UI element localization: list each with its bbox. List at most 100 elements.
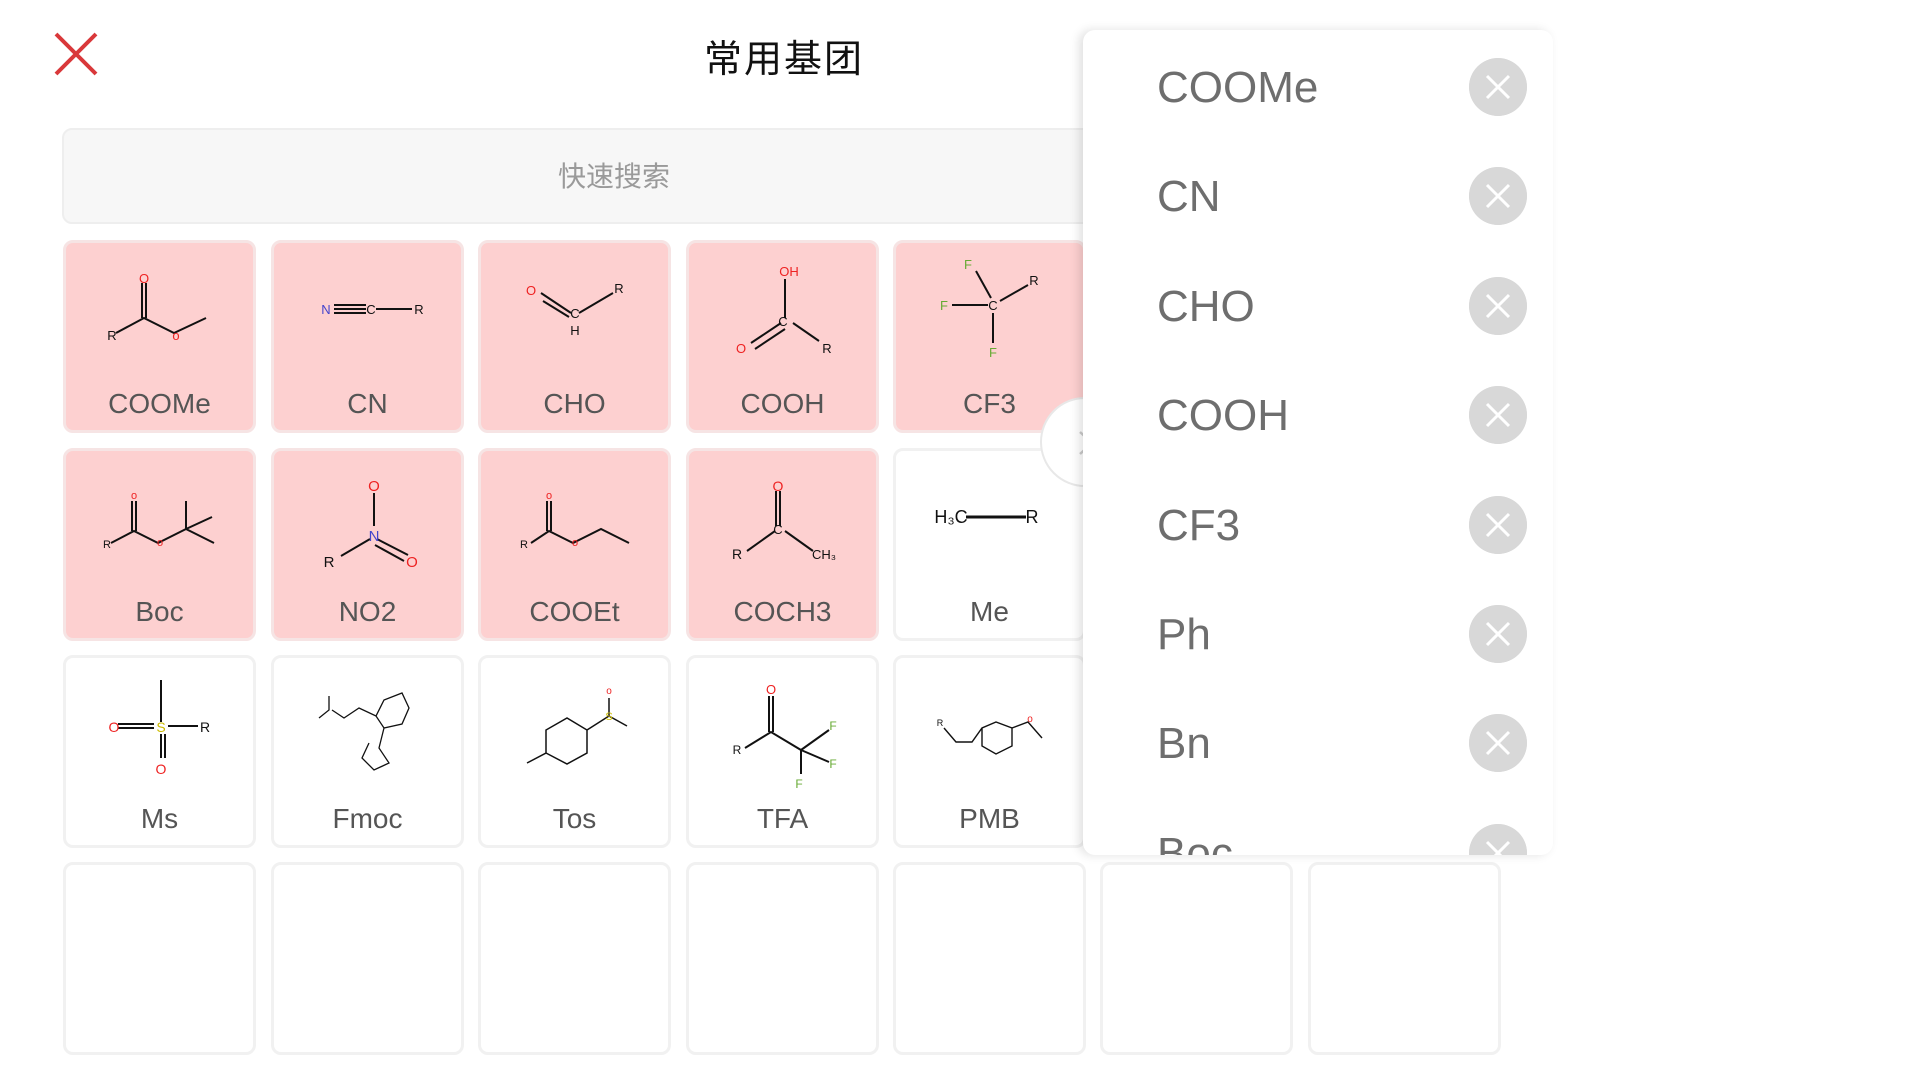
circle-x-icon[interactable] [1469, 386, 1527, 445]
svg-text:O: O [773, 478, 784, 494]
svg-text:C: C [570, 306, 579, 321]
group-card[interactable] [271, 862, 464, 1055]
svg-text:o: o [572, 537, 578, 549]
svg-text:F: F [829, 757, 836, 771]
circle-x-icon[interactable] [1469, 495, 1527, 554]
svg-text:R: R [732, 546, 742, 562]
close-icon[interactable] [52, 30, 100, 78]
circle-x-icon[interactable] [1469, 605, 1527, 663]
selected-item-label: CN [1157, 172, 1221, 222]
group-card[interactable] [478, 862, 671, 1055]
circle-x-icon[interactable] [1469, 167, 1527, 226]
selected-item-label: Bn [1157, 719, 1211, 769]
svg-text:R: R [103, 539, 111, 551]
selected-item-label: COOMe [1157, 63, 1319, 112]
svg-text:O: O [368, 478, 380, 495]
svg-text:o: o [606, 686, 612, 697]
svg-text:o: o [172, 328, 179, 343]
svg-text:o: o [546, 490, 552, 502]
group-card[interactable] [1308, 862, 1501, 1055]
svg-text:R: R [1026, 507, 1039, 527]
svg-text:F: F [940, 298, 948, 313]
group-label: Ms [140, 803, 179, 834]
group-card[interactable] [1100, 862, 1293, 1055]
svg-text:F: F [795, 777, 802, 788]
selected-item-label: CF3 [1157, 500, 1241, 550]
circle-x-icon[interactable] [1469, 823, 1527, 855]
svg-text:C: C [366, 302, 375, 317]
search-input[interactable] [64, 130, 1242, 224]
group-card[interactable] [686, 862, 879, 1055]
svg-text:O: O [156, 761, 167, 777]
svg-text:OH: OH [779, 264, 799, 279]
svg-text:o: o [1027, 714, 1033, 725]
svg-text:F: F [989, 345, 997, 360]
selected-item: Bn [1083, 693, 1553, 793]
circle-x-icon[interactable] [1469, 58, 1527, 116]
group-label: NO2 [338, 596, 397, 627]
selected-item: Boc [1083, 803, 1553, 855]
structure-diagram: OH C O R [736, 264, 832, 356]
group-label: Boc [135, 596, 184, 627]
svg-text:R: R [822, 341, 831, 356]
svg-text:S: S [156, 719, 165, 735]
svg-text:C: C [778, 314, 787, 329]
group-card-cooh[interactable]: OH C O R COOH [686, 240, 879, 433]
svg-text:R: R [414, 302, 423, 317]
selected-item: COOMe [1083, 37, 1553, 137]
svg-text:O: O [736, 341, 746, 356]
group-label: COOH [740, 388, 825, 419]
selected-item-label: COOH [1157, 391, 1289, 441]
svg-text:o: o [131, 490, 137, 502]
svg-text:O: O [526, 283, 536, 298]
selected-item: CN [1083, 146, 1553, 246]
circle-x-icon[interactable] [1469, 714, 1527, 773]
circle-x-icon[interactable] [1469, 276, 1527, 335]
structure-diagram: oS [526, 686, 628, 765]
group-card[interactable] [893, 862, 1086, 1055]
group-card-fmoc[interactable]: Fmoc [271, 655, 464, 848]
svg-text:O: O [766, 682, 776, 697]
group-label: PMB [959, 803, 1020, 834]
svg-text:R: R [1029, 273, 1038, 288]
svg-text:N: N [369, 528, 380, 545]
page-title: 常用基团 [703, 39, 864, 81]
group-label: TFA [756, 803, 809, 834]
svg-text:H: H [570, 323, 579, 338]
group-card[interactable] [63, 862, 256, 1055]
selected-item: Ph [1083, 584, 1553, 684]
structure-diagram [318, 692, 410, 771]
group-label: COOMe [108, 388, 211, 419]
svg-text:R: R [937, 718, 944, 728]
svg-text:R: R [107, 328, 116, 343]
svg-text:F: F [964, 257, 972, 272]
svg-text:H₃C: H₃C [934, 507, 967, 527]
search-bar[interactable] [62, 128, 1242, 224]
svg-text:R: R [200, 719, 210, 735]
svg-text:N: N [321, 302, 330, 317]
group-label: Me [970, 596, 1009, 627]
selected-item-label: Boc [1157, 828, 1233, 855]
group-label: COOEt [529, 596, 620, 627]
group-label: Tos [552, 803, 597, 834]
group-card-me[interactable]: H₃C R Me [893, 448, 1086, 641]
